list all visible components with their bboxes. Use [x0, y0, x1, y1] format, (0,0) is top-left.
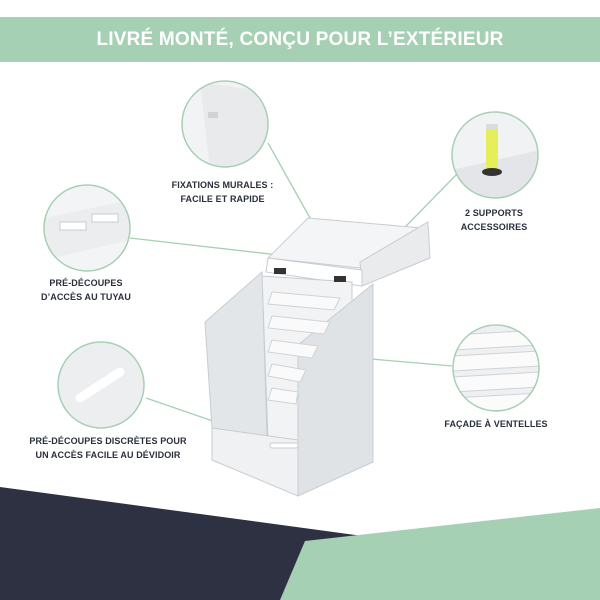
- detail-circle-devidoir: [57, 341, 145, 429]
- header-banner: LIVRÉ MONTÉ, CONÇU POUR L’EXTÉRIEUR: [0, 17, 600, 62]
- detail-circle-fixations: [181, 80, 269, 168]
- callout-fixations-line2: FACILE ET RAPIDE: [180, 194, 265, 204]
- bottom-slot: [269, 442, 299, 449]
- callout-fixations-line1: FIXATIONS MURALES :: [171, 180, 274, 190]
- callout-tuyau: PRÉ-DÉCOUPES D’ACCÈS AU TUYAU: [30, 276, 142, 304]
- slats: [267, 291, 341, 405]
- callout-supports-line1: 2 SUPPORTS: [464, 208, 523, 218]
- detail-circle-supports: [451, 111, 539, 199]
- callout-supports-line2: ACCESSOIRES: [460, 222, 528, 232]
- callout-devidoir: PRÉ-DÉCOUPES DISCRÈTES POUR UN ACCÈS FAC…: [22, 434, 194, 462]
- callout-tuyau-line1: PRÉ-DÉCOUPES: [49, 278, 123, 288]
- callout-facade: FAÇADE À VENTELLES: [440, 417, 552, 431]
- callout-devidoir-line2: UN ACCÈS FACILE AU DÉVIDOIR: [35, 450, 181, 460]
- callout-tuyau-line2: D’ACCÈS AU TUYAU: [41, 292, 131, 302]
- detail-circle-tuyau: [43, 184, 131, 272]
- page-title: LIVRÉ MONTÉ, CONÇU POUR L’EXTÉRIEUR: [96, 28, 504, 50]
- callout-devidoir-line1: PRÉ-DÉCOUPES DISCRÈTES POUR: [29, 436, 187, 446]
- detail-circle-facade: [452, 324, 540, 412]
- hinge-right: [334, 276, 346, 282]
- green-band: [280, 508, 600, 600]
- callout-fixations: FIXATIONS MURALES : FACILE ET RAPIDE: [160, 178, 285, 206]
- callout-supports: 2 SUPPORTS ACCESSOIRES: [448, 206, 540, 234]
- cabinet: [204, 217, 431, 497]
- callout-facade-line1: FAÇADE À VENTELLES: [444, 419, 548, 429]
- hinge-left: [274, 268, 286, 274]
